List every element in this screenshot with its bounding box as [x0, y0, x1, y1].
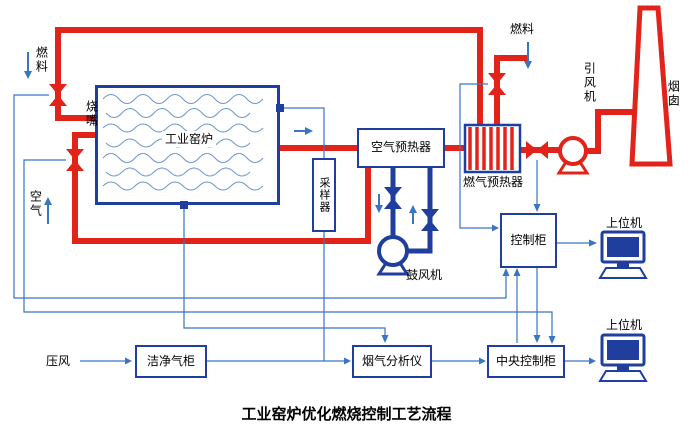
blower-valve-1: [384, 187, 402, 209]
kiln-bottom-port: [180, 201, 188, 209]
gas-preheater-label: 燃气预热器: [462, 175, 523, 189]
kiln-box: [95, 85, 280, 205]
air-valve: [66, 149, 84, 171]
kiln-side-port: [276, 104, 284, 112]
control-cabinet-box: 控制柜: [500, 213, 557, 268]
clean-gas-cabinet-box: 洁净气柜: [135, 345, 207, 378]
gas-preheater-box: [463, 123, 522, 174]
blower-valve-2: [421, 209, 439, 231]
fuel-valve-right: [488, 73, 506, 95]
blower-fan-icon: [376, 235, 410, 276]
fuel-valve-left: [49, 84, 67, 106]
induced-fan-label: 引风机: [582, 62, 597, 104]
sampler-box: 采样器: [312, 158, 336, 232]
diagram-title: 工业窑炉优化燃烧控制工艺流程: [241, 406, 452, 423]
kiln-flames: [102, 94, 264, 191]
computer-icon-top: [598, 230, 648, 279]
flow-arrows: [24, 42, 532, 224]
induced-draft-fan-icon: [556, 136, 590, 175]
signal-lines: [13, 83, 597, 365]
fuel-right-label: 燃料: [510, 22, 535, 36]
compressed-air-label: 压风: [46, 354, 71, 368]
flue-gas-valve: [526, 141, 548, 159]
chimney-icon: [629, 5, 673, 167]
air-label: 空气: [28, 190, 43, 218]
chimney-label: 烟囱: [666, 80, 681, 108]
burner-label: 烧嘴: [84, 100, 99, 128]
computer-icon-bottom: [598, 333, 648, 382]
blower-label: 鼓风机: [406, 268, 443, 282]
kiln-label: 工业窑炉: [162, 131, 217, 148]
red-pipe-network: [55, 27, 636, 244]
flue-gas-analyzer-box: 烟气分析仪: [352, 345, 432, 378]
air-preheater-box: 空气预热器: [357, 128, 445, 168]
fuel-left-label: 燃料: [34, 46, 49, 74]
central-control-cabinet-box: 中央控制柜: [487, 345, 565, 378]
host-computer-top-label: 上位机: [606, 216, 643, 230]
host-computer-bottom-label: 上位机: [606, 318, 643, 332]
